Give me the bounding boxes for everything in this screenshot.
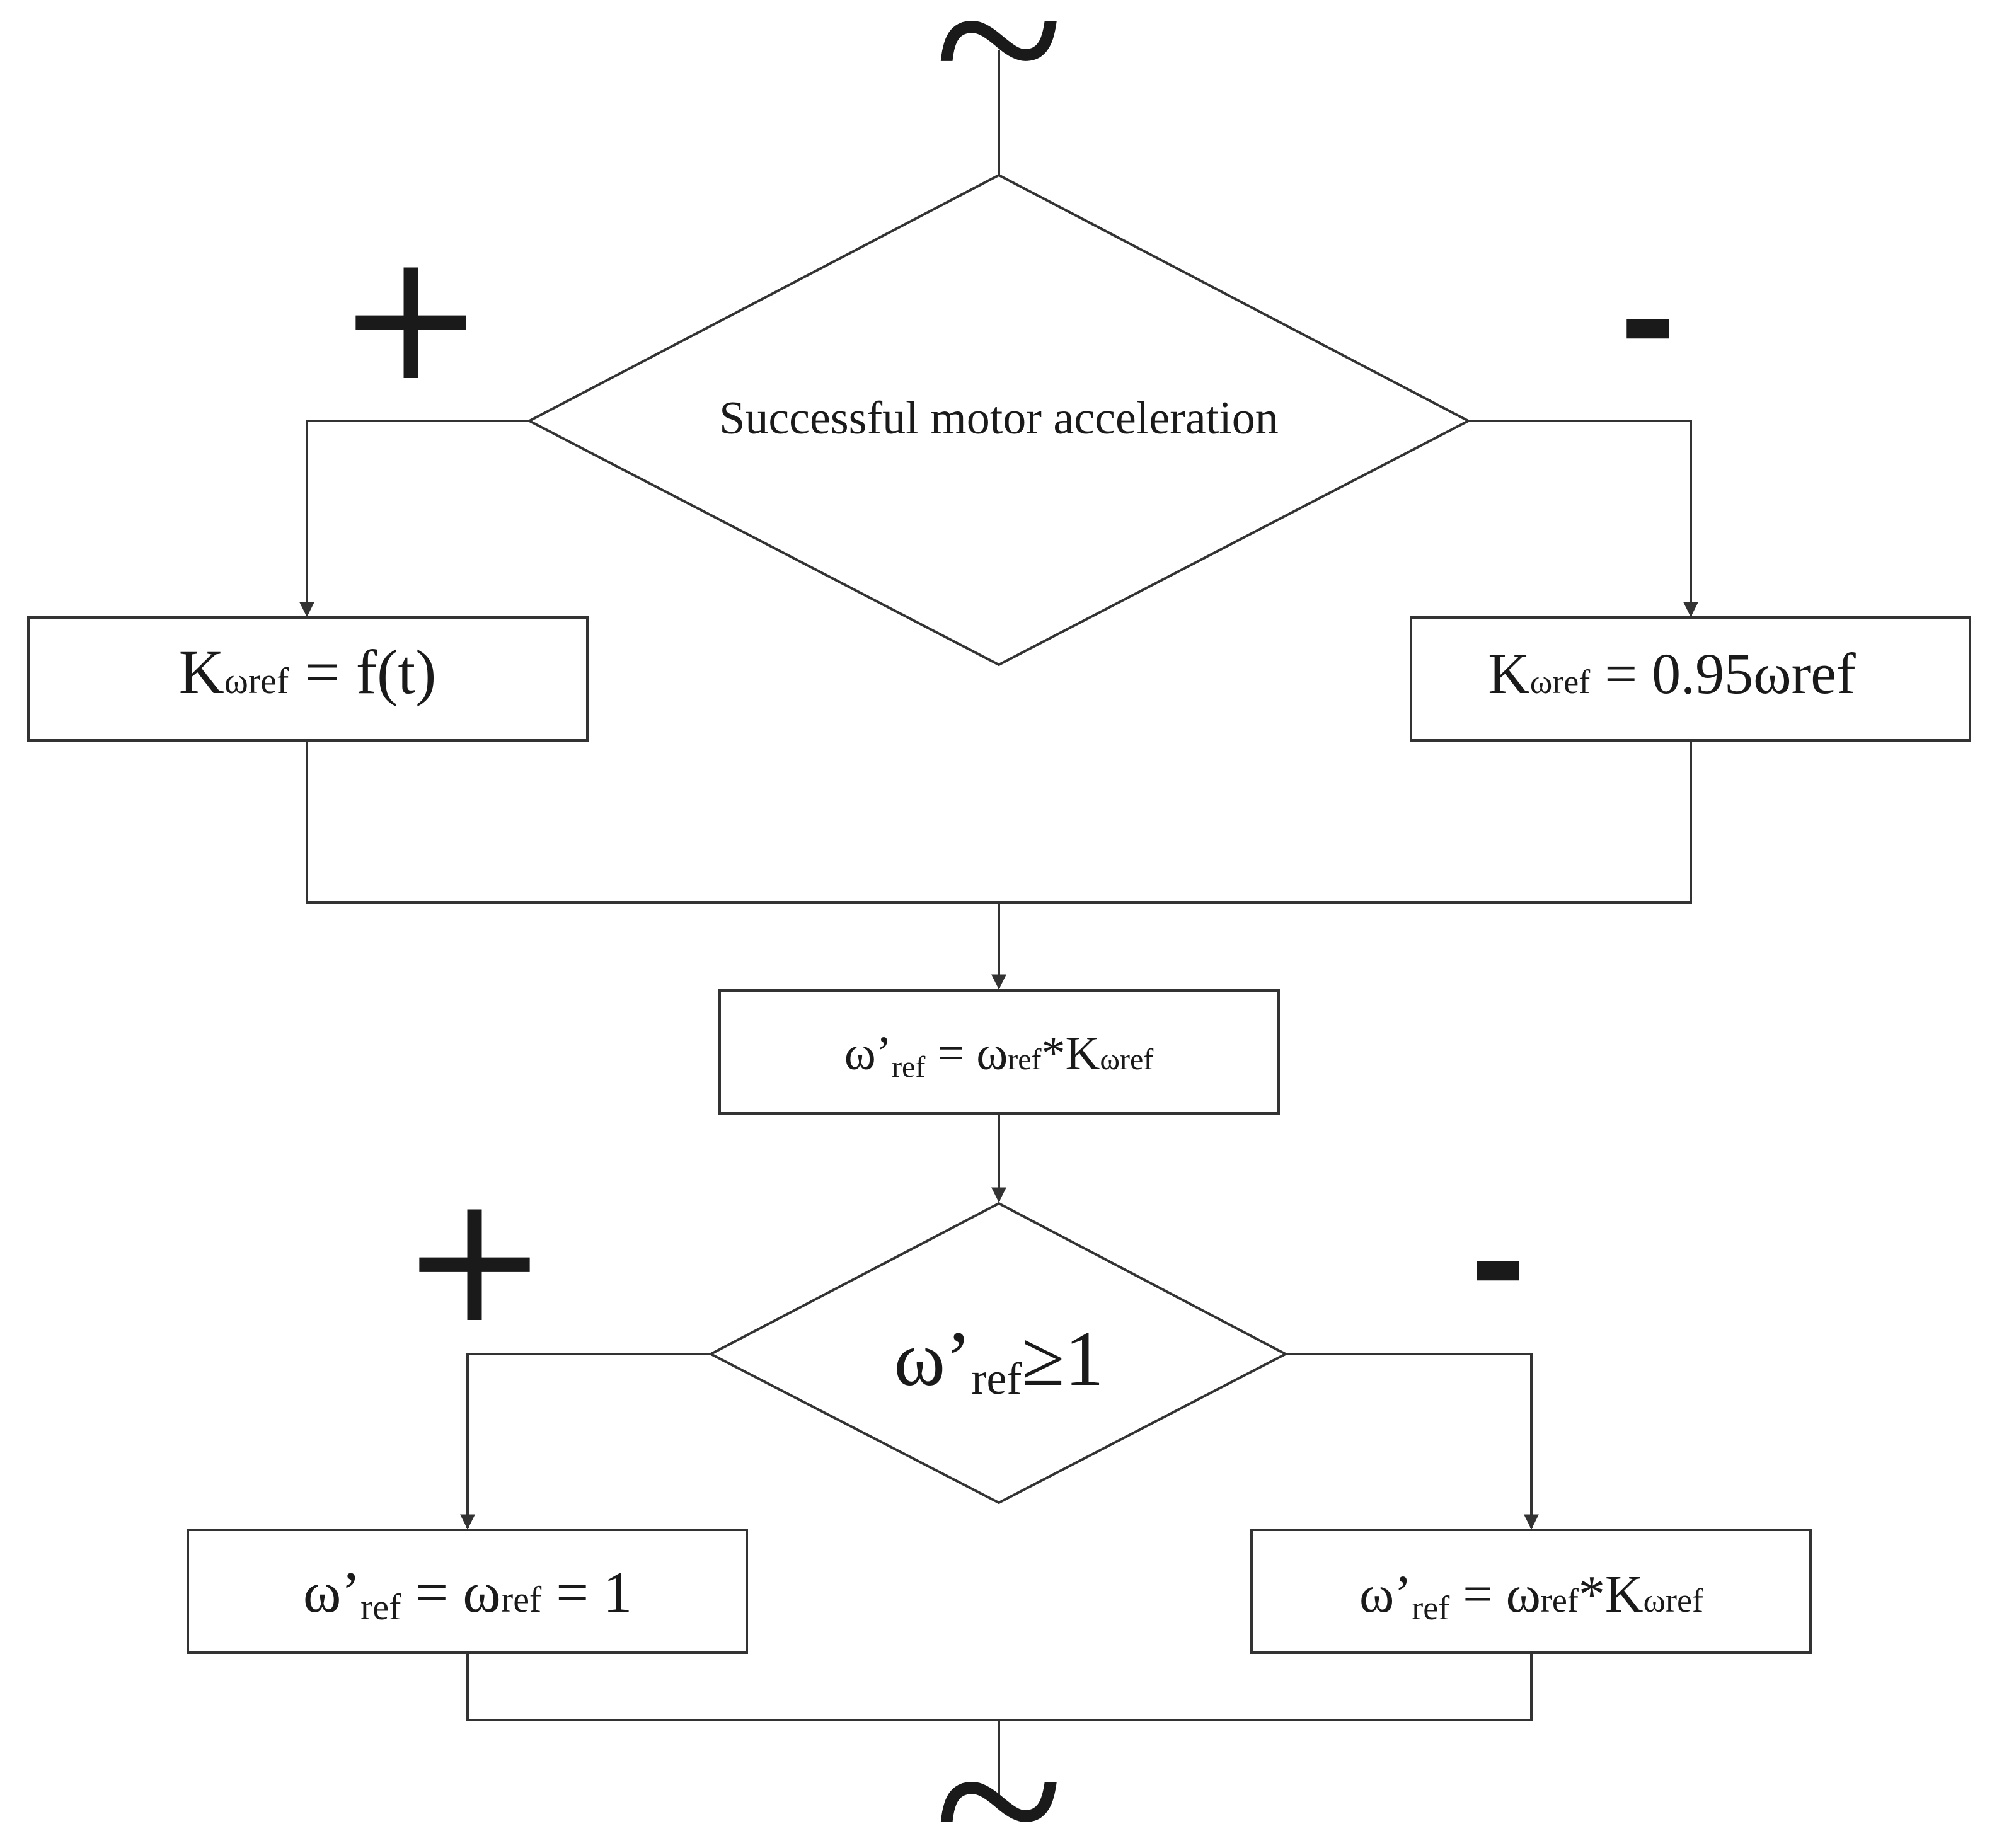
connector-yes-2 [460, 1353, 711, 1530]
connector-no-1 [1468, 420, 1698, 617]
connector-no-2 [1286, 1353, 1539, 1530]
process-box-k-095 [1410, 616, 1971, 742]
decision-text-omega: ω’ref≥1 [894, 1316, 1104, 1404]
process-text-omega-k: ω’ref = ωref*Kωref [1359, 1565, 1703, 1627]
no-label-2: - [1469, 1182, 1526, 1343]
process-text-omega-one: ω’ref = ωref = 1 [303, 1560, 632, 1627]
process-text-k-095: Kωref = 0.95ωref [1488, 641, 1856, 706]
process-box-omega-one [187, 1529, 748, 1654]
merge-connector-1 [306, 740, 1692, 904]
yes-label-2: + [401, 1157, 549, 1362]
yes-label-1: + [337, 215, 485, 420]
no-label-1: - [1619, 240, 1676, 401]
process-text-k-ft: Kωref = f(t) [179, 637, 437, 707]
decision-text-acceleration: Successful motor acceleration [719, 393, 1279, 444]
connector-yes-1 [299, 420, 529, 617]
decision-diamond-omega [708, 1202, 1289, 1505]
process-box-omega-k [1250, 1529, 1812, 1654]
decision-diamond-acceleration [526, 173, 1471, 667]
bottom-continuation-symbol: ~ [934, 1668, 1064, 1848]
process-text-omega-ref: ω’ref = ωref*Kωref [844, 1027, 1154, 1084]
